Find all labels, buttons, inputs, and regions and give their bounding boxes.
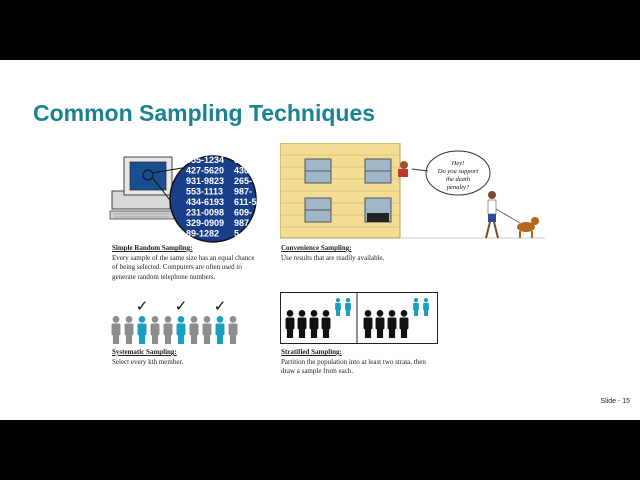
person-icon <box>297 310 307 338</box>
systematic-sampling-heading: Systematic Sampling: <box>112 348 177 356</box>
phone-number: 430- <box>234 166 252 176</box>
person-icon <box>111 316 121 344</box>
selected-person-icon <box>423 298 429 316</box>
phone-number: 329-0909 <box>186 218 224 228</box>
phone-number: 265- <box>234 176 252 186</box>
person-icon <box>202 316 212 344</box>
phone-number: 987- <box>234 187 252 197</box>
phone-number: 427-5620 <box>186 166 224 176</box>
convenience-sampling-caption: Convenience Sampling: Use results that a… <box>281 244 451 263</box>
phone-number: 89-1282 <box>186 229 219 239</box>
bubble-line-4: penalty? <box>446 184 470 191</box>
random-sampling-heading: Simple Random Sampling: <box>112 244 193 252</box>
phone-number: 5 <box>234 155 239 165</box>
random-sampling-caption: Simple Random Sampling: Every sample of … <box>112 244 260 282</box>
person-icon <box>399 310 409 338</box>
stratified-sampling-caption: Stratified Sampling: Partition the popul… <box>281 348 431 377</box>
phone-number: 231-0098 <box>186 208 224 218</box>
person-icon <box>163 316 173 344</box>
systematic-sampling-illustration: ✓ ✓ ✓ <box>111 298 238 344</box>
phone-number: 931-9823 <box>186 176 224 186</box>
stratified-sampling-illustration <box>280 292 438 344</box>
selected-person-icon <box>413 298 419 316</box>
convenience-sampling-heading: Convenience Sampling: <box>281 244 352 252</box>
slide-title: Common Sampling Techniques <box>33 100 376 126</box>
random-sampling-body: Every sample of the same size has an equ… <box>112 253 255 281</box>
bubble-line-3: the death <box>446 176 470 183</box>
selected-person-icon <box>137 316 147 344</box>
selected-person-icon <box>335 298 341 316</box>
selected-person-icon <box>176 316 186 344</box>
checkmark-icon: ✓ <box>175 298 188 315</box>
slide-number: Slide - 15 <box>600 398 630 405</box>
phone-number: 553-1113 <box>186 187 223 197</box>
person-icon <box>150 316 160 344</box>
bubble-line-2: Do you support <box>437 168 479 175</box>
checkmark-icon: ✓ <box>214 298 227 315</box>
phone-number: 5 <box>234 229 239 239</box>
random-sampling-illustration: 555-1234 5 427-5620 430- 931-9823 265- 553-111… <box>109 155 257 243</box>
person-icon <box>309 310 319 338</box>
stratified-sampling-heading: Stratified Sampling: <box>281 348 342 356</box>
person-icon <box>189 316 199 344</box>
person-icon <box>124 316 134 344</box>
phone-number: 434-6193 <box>186 197 224 207</box>
phone-number: 987 <box>234 218 249 228</box>
person-icon <box>321 310 331 338</box>
phone-number: 609- <box>234 208 252 218</box>
person-icon <box>387 310 397 338</box>
slide: Common Sampling Techniques 555-1234 5 427-… <box>0 60 640 420</box>
systematic-sampling-caption: Systematic Sampling: Select every kth me… <box>112 348 260 367</box>
checkmark-icon: ✓ <box>136 298 149 315</box>
stratified-sampling-body: Partition the population into at least t… <box>281 357 426 376</box>
phone-number: 555-1234 <box>186 155 224 165</box>
selected-person-icon <box>215 316 225 344</box>
person-icon <box>375 310 385 338</box>
phone-number: 611-5 <box>234 197 257 207</box>
selected-person-icon <box>345 298 351 316</box>
person-icon <box>363 310 373 338</box>
convenience-sampling-body: Use results that are readily available. <box>281 253 385 262</box>
person-icon <box>285 310 295 338</box>
systematic-sampling-body: Select every kth member. <box>112 357 184 366</box>
bubble-line-1: Hey! <box>451 160 465 167</box>
person-icon <box>228 316 238 344</box>
convenience-sampling-illustration: Hey! Do you support the death penalty? <box>280 143 545 239</box>
